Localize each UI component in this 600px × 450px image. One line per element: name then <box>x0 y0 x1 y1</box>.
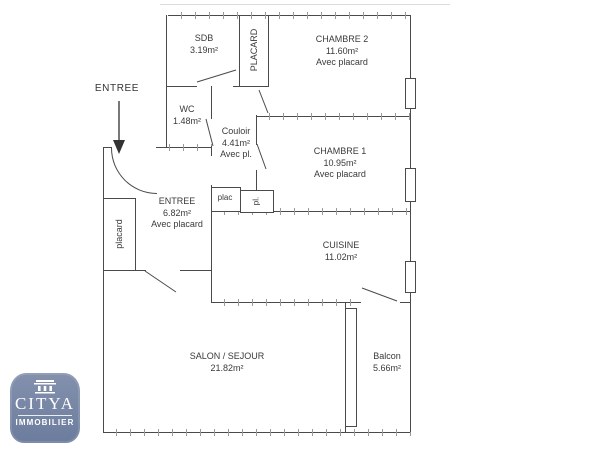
room-note: Avec placard <box>151 219 203 229</box>
wall-bottom <box>103 429 411 436</box>
wall-cuisine-bottom <box>211 299 361 306</box>
room-label-placard-entree: placard <box>114 219 124 249</box>
wall-cuisine-left <box>211 185 212 302</box>
room-label-chambre2: CHAMBRE 2 11.60m² Avec placard <box>316 34 369 69</box>
wall-balcon-top-right <box>400 302 410 303</box>
room-label-plac: plac <box>217 193 233 202</box>
room-area: 6.82m² <box>162 207 191 218</box>
room-area: 4.41m² <box>221 137 251 148</box>
room-name: CHAMBRE 1 <box>313 146 367 156</box>
room-label-pl: pl. <box>251 196 261 206</box>
wall-placard-entree-top <box>103 198 136 199</box>
wall-couloir-right-lower <box>256 170 257 190</box>
citya-building-icon <box>34 380 56 394</box>
scan-artifact-line <box>160 4 450 5</box>
entry-label: ENTREE <box>94 83 140 94</box>
window-chambre1 <box>405 168 416 202</box>
room-label-wc: WC 1.48m² <box>173 104 201 127</box>
room-label-chambre1: CHAMBRE 1 10.95m² Avec placard <box>314 146 367 181</box>
wall-sdb-bottom-left <box>166 86 197 87</box>
door-swing-chambre2 <box>258 89 269 114</box>
room-name: SALON / SEJOUR <box>189 351 265 361</box>
room-area: 10.95m² <box>323 157 357 168</box>
room-label-entree: ENTREE 6.82m² Avec placard <box>151 196 203 231</box>
room-name: Balcon <box>373 351 401 361</box>
citya-brand-text: CITYA <box>14 394 76 413</box>
room-note: Avec placard <box>316 57 368 67</box>
wall-right <box>410 15 411 432</box>
door-swing-wc <box>205 118 214 147</box>
door-swing-cuisine-balcon <box>361 287 398 302</box>
room-label-couloir: Couloir 4.41m² Avec pl. <box>220 126 252 161</box>
door-swing-sdb <box>196 69 237 83</box>
wall-left-lower <box>103 147 104 432</box>
room-note: Avec pl. <box>220 149 252 159</box>
room-name: ENTREE <box>158 196 196 206</box>
room-name: CUISINE <box>322 240 360 250</box>
closet-pl-box <box>240 190 274 213</box>
wall-chambre2-chambre1 <box>256 113 411 120</box>
wall-entree-bottom-left <box>103 270 146 271</box>
closet-plac-box <box>211 187 241 212</box>
wall-couloir-right-upper <box>256 115 257 145</box>
citya-subtitle-text: IMMOBILIER <box>15 418 75 427</box>
room-label-balcon: Balcon 5.66m² <box>373 351 401 374</box>
wall-placard-entree-right <box>135 198 136 270</box>
room-name: CHAMBRE 2 <box>315 34 369 44</box>
wall-left-upper <box>166 15 167 147</box>
window-salon-balcon <box>345 308 357 427</box>
wall-wc-bottom <box>156 144 212 151</box>
room-label-placard-top: PLACARD <box>249 28 259 72</box>
citya-logo: CITYA IMMOBILIER <box>10 373 80 443</box>
room-label-cuisine: CUISINE 11.02m² <box>323 240 360 263</box>
wall-placard-left <box>239 15 240 87</box>
door-swing-chambre1 <box>256 143 267 170</box>
door-swing-entree-salon <box>144 270 177 293</box>
wall-entree-top-left <box>103 147 112 148</box>
wall-placard-right <box>268 15 269 87</box>
room-name: SDB <box>194 33 214 43</box>
wall-sdb-bottom-right <box>233 86 268 87</box>
room-note: Avec placard <box>314 169 366 179</box>
entry-arrow-head <box>113 140 125 154</box>
wall-top <box>168 12 411 19</box>
room-area: 1.48m² <box>172 115 202 126</box>
logo-divider <box>18 415 72 416</box>
wall-entree-bottom-right <box>180 270 211 271</box>
room-label-salon: SALON / SEJOUR 21.82m² <box>190 351 265 374</box>
window-cuisine <box>405 261 416 293</box>
window-chambre2 <box>405 78 416 109</box>
room-label-sdb: SDB 3.19m² <box>190 33 218 56</box>
wall-cuisine-top <box>211 208 411 215</box>
room-area: 11.02m² <box>324 251 358 262</box>
room-area: 3.19m² <box>189 44 219 55</box>
room-area: 5.66m² <box>372 362 402 373</box>
wall-couloir-left-mid <box>211 146 212 156</box>
room-area: 21.82m² <box>210 362 244 373</box>
room-name: Couloir <box>221 126 251 136</box>
room-name: WC <box>179 104 195 114</box>
room-area: 11.60m² <box>325 45 359 56</box>
wall-couloir-left-upper <box>211 86 212 119</box>
